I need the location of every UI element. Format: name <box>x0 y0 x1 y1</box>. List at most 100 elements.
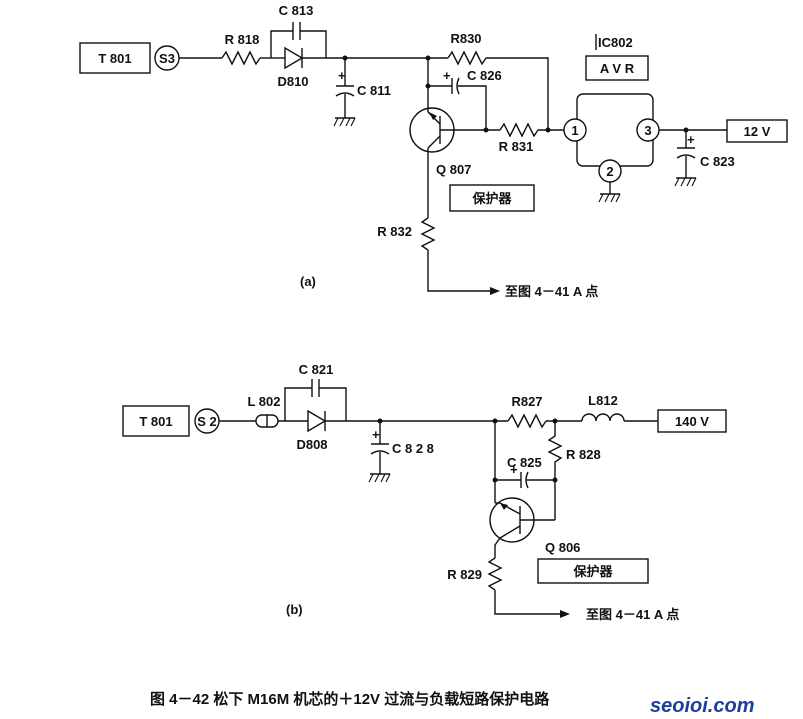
inductor-l812 <box>581 413 625 422</box>
pin-s2-label: S 2 <box>197 414 217 429</box>
cap-c813-label: C 813 <box>279 3 314 18</box>
ic802-pin2-label: 2 <box>606 164 613 179</box>
arrow-b <box>560 610 570 618</box>
cap-c823-plus: + <box>687 132 695 147</box>
resistor-r828-label: R 828 <box>566 447 601 462</box>
ic802-label: IC802 <box>598 35 633 50</box>
arrow-note-b: 至图 4－41 A 点 <box>586 607 679 622</box>
ground-b1-hatch4 <box>385 473 391 483</box>
ground-a2-hatch1 <box>598 193 604 203</box>
protector-label-b: 保护器 <box>572 564 613 579</box>
protector-label-a: 保护器 <box>471 191 512 206</box>
wire-c813-left <box>270 30 293 58</box>
wire-q806-collector <box>494 537 501 558</box>
ground-b1-hatch3 <box>380 473 386 483</box>
resistor-r830 <box>447 50 487 66</box>
transformer-t801-box-b <box>122 405 190 437</box>
figure-caption: 图 4－42 松下 M16M 机芯的＋12V 过流与负载短路保护电路 <box>150 690 550 708</box>
resistor-r831-label: R 831 <box>499 139 534 154</box>
resistor-r829-label: R 829 <box>447 567 482 582</box>
resistor-r828 <box>547 421 563 520</box>
resistor-r827-label: R827 <box>511 394 542 409</box>
transformer-t801-label-a: T 801 <box>98 51 131 66</box>
resistor-r818-label: R 818 <box>225 32 260 47</box>
cap-c826-plate2 <box>456 77 460 95</box>
arrow-a <box>490 287 500 295</box>
wire-c821-left <box>284 387 312 421</box>
panel-label-b: (b) <box>286 602 303 617</box>
ground-a1-hatch3 <box>345 117 351 127</box>
wire-c821-right <box>319 387 347 421</box>
wire-r830-out <box>486 57 549 130</box>
wire-r832-out <box>427 250 490 292</box>
resistor-r830-label: R830 <box>450 31 481 46</box>
cap-c811-label: C 811 <box>357 83 391 98</box>
ground-a3-hatch1 <box>674 177 680 187</box>
resistor-r832-label: R 832 <box>377 224 412 239</box>
cap-c811-plus: + <box>338 68 346 83</box>
avr-label: A V R <box>600 61 635 76</box>
diode-d808-label: D808 <box>296 437 327 452</box>
cap-c823-plate2 <box>676 154 696 159</box>
output-140v-box <box>657 409 727 433</box>
cap-c828-plate2 <box>370 450 390 455</box>
ic802-pin3-label: 3 <box>644 123 651 138</box>
transistor-q807-collector-leg <box>427 135 441 149</box>
transistor-q806-label: Q 806 <box>545 540 580 555</box>
transistor-q807-arrow <box>429 112 437 120</box>
ic802-pin1-label: 1 <box>571 123 578 138</box>
cap-c825-label: C 825 <box>507 455 542 470</box>
cap-c826-label: C 826 <box>467 68 502 83</box>
avr-box <box>585 55 649 81</box>
cap-c823-label: C 823 <box>700 154 735 169</box>
wire-c826-right <box>458 85 487 130</box>
ground-a2-hatch4 <box>615 193 621 203</box>
transistor-q807-label: Q 807 <box>436 162 471 177</box>
inductor-l812-label: L812 <box>588 393 618 408</box>
protector-box-a <box>449 184 535 212</box>
cap-c811-plate2 <box>335 92 355 97</box>
ground-b1-hatch1 <box>368 473 374 483</box>
protector-box-b <box>537 558 649 584</box>
ic802-pin1 <box>563 118 587 142</box>
ground-a2-hatch2 <box>604 193 610 203</box>
diode-d810-label: D810 <box>277 74 308 89</box>
circuit-a: T 801 S3 R 818 D810 C 813 + C 811 <box>79 3 788 299</box>
cap-c826-plus: + <box>443 68 451 83</box>
output-12v-box <box>726 119 788 143</box>
ground-a1-hatch1 <box>333 117 339 127</box>
ground-a3-hatch2 <box>680 177 686 187</box>
resistor-r829 <box>487 557 503 591</box>
transistor-q806-arrow <box>500 503 508 510</box>
resistor-r827 <box>507 413 547 429</box>
panel-label-a: (a) <box>300 274 316 289</box>
resistor-r832 <box>420 217 436 251</box>
arrow-note-a: 至图 4－41 A 点 <box>505 284 598 299</box>
watermark-logo: seoioi.com <box>650 695 754 717</box>
transformer-t801-label-b: T 801 <box>139 414 172 429</box>
pin-s3-label: S3 <box>159 51 175 66</box>
ground-a2-hatch3 <box>610 193 616 203</box>
output-140v-label: 140 V <box>675 414 709 429</box>
junction-b5 <box>552 477 558 483</box>
junction-a4 <box>483 127 489 133</box>
cap-c828-plus: + <box>372 427 380 442</box>
ground-a3-hatch3 <box>686 177 692 187</box>
cap-c825-plate2 <box>525 471 529 489</box>
resistor-r818 <box>221 50 261 66</box>
diode-d810-body <box>284 46 304 70</box>
wire-c813-right <box>300 30 327 58</box>
ground-a3-hatch4 <box>691 177 697 187</box>
inductor-l802-label: L 802 <box>247 394 280 409</box>
transformer-t801-box-a <box>79 42 151 74</box>
ground-a1-hatch4 <box>350 117 356 127</box>
ground-b1-hatch2 <box>374 473 380 483</box>
wire-r829-out <box>494 590 560 615</box>
ground-a1-hatch2 <box>339 117 345 127</box>
cap-c825-plus: + <box>510 462 518 477</box>
resistor-r831 <box>499 122 539 138</box>
cap-c821-label: C 821 <box>299 362 334 377</box>
output-12v-label: 12 V <box>744 124 771 139</box>
cap-c828-label: C 8 2 8 <box>392 441 434 456</box>
